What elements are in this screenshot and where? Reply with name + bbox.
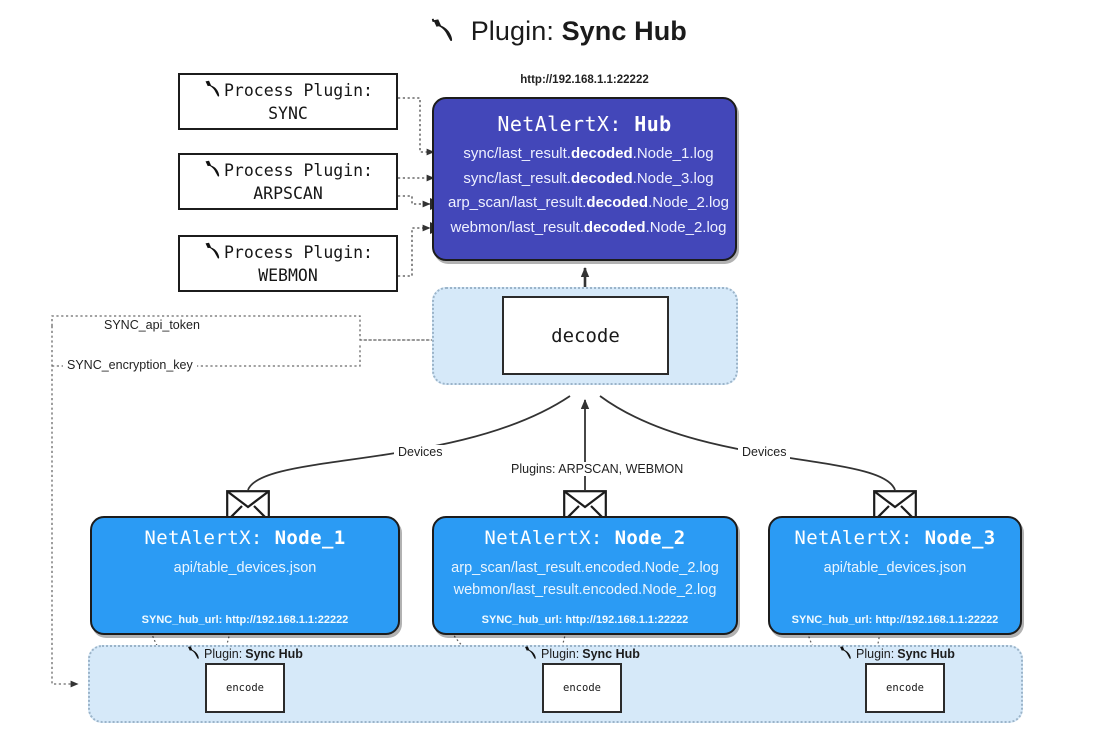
node-title-name: Node_1 xyxy=(274,527,346,549)
page-title-name: Sync Hub xyxy=(561,16,687,46)
envelope-icon xyxy=(226,490,270,522)
hub-card[interactable]: NetAlertX: Hub sync/last_result.decoded.… xyxy=(432,97,737,261)
plug-icon xyxy=(186,645,201,663)
process-plugin-arpscan[interactable]: Process Plugin: ARPSCAN xyxy=(178,153,398,210)
plug-icon xyxy=(203,159,222,183)
encode-box-node1[interactable]: encode xyxy=(205,663,285,713)
node-title-name: Node_3 xyxy=(924,527,996,549)
encoder-plugin-tag-node2: Plugin: Sync Hub xyxy=(523,645,640,663)
hub-log-em: decoded xyxy=(583,218,646,236)
node-title: NetAlertX: Node_3 xyxy=(770,527,1020,549)
hub-log-em: decoded xyxy=(570,145,633,162)
process-plugin-sync[interactable]: Process Plugin: SYNC xyxy=(178,73,398,130)
node-title: NetAlertX: Node_2 xyxy=(434,527,736,549)
hub-log-post: .Node_1.log xyxy=(632,145,714,162)
encoder-plugin-tag-node3: Plugin: Sync Hub xyxy=(838,645,955,663)
encoder-plugin-tag-node1: Plugin: Sync Hub xyxy=(186,645,303,663)
node-title-prefix: NetAlertX: xyxy=(484,527,603,549)
node-card-node3[interactable]: NetAlertX: Node_3 api/table_devices.json… xyxy=(768,516,1022,635)
encode-box-node3[interactable]: encode xyxy=(865,663,945,713)
node-title-prefix: NetAlertX: xyxy=(794,527,913,549)
hub-log-line: sync/last_result.decoded.Node_3.log xyxy=(442,167,735,192)
encoder-tag-name: Sync Hub xyxy=(897,647,955,661)
node-title-name: Node_2 xyxy=(614,527,686,549)
node-log-line: webmon/last_result.encoded.Node_2.log xyxy=(453,582,717,599)
envelope-icon xyxy=(873,490,917,522)
encoder-tag-prefix: Plugin: xyxy=(856,647,895,661)
envelope-icon xyxy=(563,490,607,522)
node1-to-decode-edge xyxy=(247,395,571,491)
hub-log-line: arp_scan/last_result.decoded.Node_2.log xyxy=(442,191,735,216)
hub-log-em: decoded xyxy=(586,194,649,212)
hub-log-pre: webmon/last_result. xyxy=(450,218,584,236)
plug-icon xyxy=(203,79,222,103)
node-card-node1[interactable]: NetAlertX: Node_1 api/table_devices.json… xyxy=(90,516,400,635)
process-plugin-webmon[interactable]: Process Plugin: WEBMON xyxy=(178,235,398,292)
node-title-prefix: NetAlertX: xyxy=(144,527,263,549)
plug-icon xyxy=(203,241,222,265)
process-plugin-label: Process Plugin: xyxy=(223,81,373,101)
hub-log-post: .Node_3.log xyxy=(632,169,714,187)
process-plugin-name: ARPSCAN xyxy=(253,183,323,203)
node-log-line: api/table_devices.json xyxy=(173,560,317,576)
hub-title-prefix: NetAlertX: xyxy=(497,112,622,136)
hub-log-post: .Node_2.log xyxy=(645,218,727,236)
edge-label-devices-right: Devices xyxy=(738,445,791,459)
hub-log-em: decoded xyxy=(570,169,633,187)
process-plugin-label: Process Plugin: xyxy=(223,243,373,263)
hub-log-line: webmon/last_result.decoded.Node_2.log xyxy=(442,216,735,241)
process-plugin-name: SYNC xyxy=(268,103,308,123)
secret-api-token-label: SYNC_api_token xyxy=(100,318,204,332)
plugin-to-hub-connectors xyxy=(398,97,435,277)
encoder-tag-name: Sync Hub xyxy=(582,647,640,661)
node-hub-url: SYNC_hub_url: http://192.168.1.1:22222 xyxy=(141,614,349,626)
node-hub-url: SYNC_hub_url: http://192.168.1.1:22222 xyxy=(481,614,689,626)
encoder-tag-name: Sync Hub xyxy=(245,647,303,661)
encoder-tag-prefix: Plugin: xyxy=(541,647,580,661)
hub-title-name: Hub xyxy=(634,112,672,136)
node-log-line: api/table_devices.json xyxy=(823,560,967,576)
edge-label-devices-left: Devices xyxy=(394,445,447,459)
hub-log-pre: arp_scan/last_result. xyxy=(448,194,587,212)
page-title-prefix: Plugin: xyxy=(470,16,554,46)
hub-url: http://192.168.1.1:22222 xyxy=(520,74,649,86)
edge-label-plugins: Plugins: ARPSCAN, WEBMON xyxy=(507,462,688,476)
secret-encryption-key-label: SYNC_encryption_key xyxy=(63,358,197,372)
node-title: NetAlertX: Node_1 xyxy=(92,527,398,549)
plug-icon xyxy=(838,645,853,663)
node-card-node2[interactable]: NetAlertX: Node_2 arp_scan/last_result.e… xyxy=(432,516,738,635)
decode-box[interactable]: decode xyxy=(502,296,669,375)
process-plugin-name: WEBMON xyxy=(258,265,318,285)
plug-icon xyxy=(430,17,456,50)
hub-log-line: sync/last_result.decoded.Node_1.log xyxy=(442,142,735,167)
page-title: Plugin: Sync Hub xyxy=(0,16,1117,50)
hub-log-pre: sync/last_result. xyxy=(463,145,571,162)
node-hub-url: SYNC_hub_url: http://192.168.1.1:22222 xyxy=(791,614,999,626)
hub-title: NetAlertX: Hub xyxy=(434,112,735,136)
encode-box-node2[interactable]: encode xyxy=(542,663,622,713)
node-log-line: arp_scan/last_result.encoded.Node_2.log xyxy=(451,560,719,576)
plug-icon xyxy=(523,645,538,663)
process-plugin-label: Process Plugin: xyxy=(223,161,373,181)
hub-log-pre: sync/last_result. xyxy=(463,169,571,187)
hub-log-post: .Node_2.log xyxy=(648,194,729,212)
encoder-tag-prefix: Plugin: xyxy=(204,647,243,661)
